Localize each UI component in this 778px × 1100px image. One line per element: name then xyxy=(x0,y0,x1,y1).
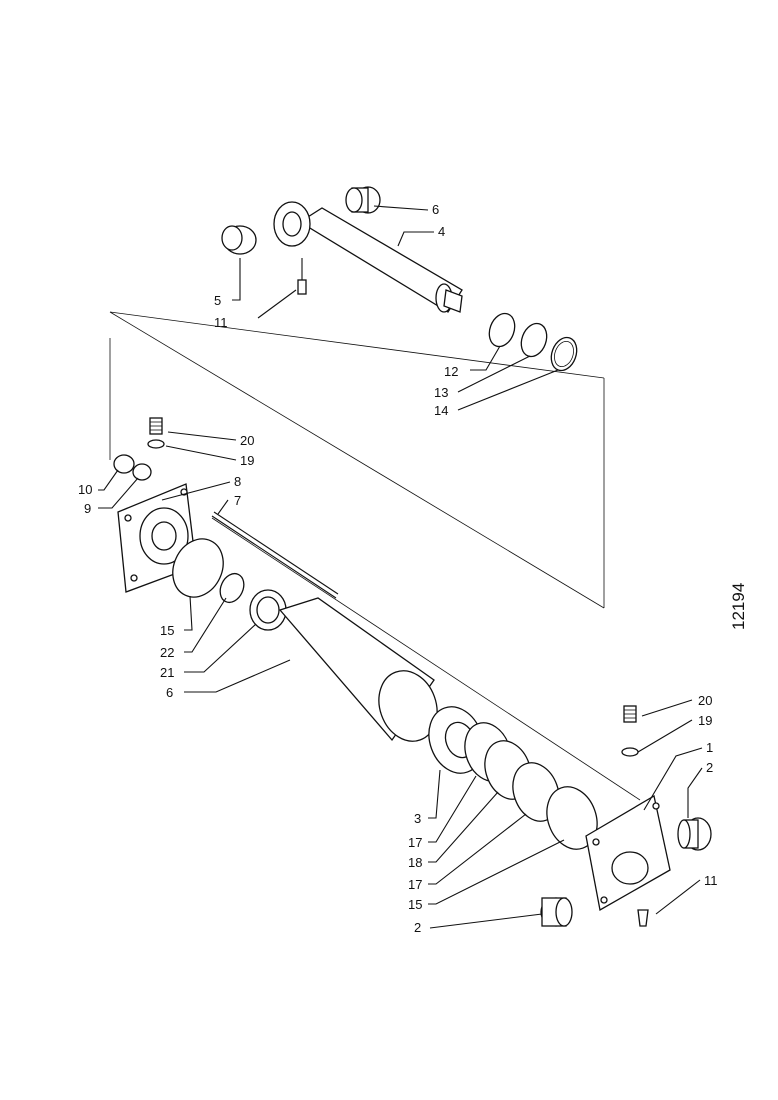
breather-20-left xyxy=(149,417,163,435)
callout-15-left: 15 xyxy=(160,623,174,638)
o-ring-15-right xyxy=(546,786,598,850)
grease-nipple-11-top xyxy=(297,258,307,295)
callout-11-top: 11 xyxy=(214,315,228,330)
seal-ring-13 xyxy=(520,322,548,358)
callout-12: 12 xyxy=(444,364,458,379)
callout-6-top: 6 xyxy=(432,202,439,217)
piston-rod-4 xyxy=(273,201,463,313)
callout-14: 14 xyxy=(434,403,448,418)
washer-9 xyxy=(132,463,152,481)
callout-22: 22 xyxy=(160,645,174,660)
bushing-5 xyxy=(221,225,257,255)
callout-1: 1 xyxy=(706,740,713,755)
seal-ring-12 xyxy=(488,312,516,348)
callout-2-right: 2 xyxy=(706,760,713,775)
bushing-6-top xyxy=(345,186,381,214)
callout-20-right: 20 xyxy=(698,693,712,708)
assembly-guide-lines xyxy=(109,311,641,801)
rear-head-1 xyxy=(585,794,671,912)
callout-9: 9 xyxy=(84,501,91,516)
washer-19-right xyxy=(621,747,639,757)
grease-nipple-11-right xyxy=(637,909,649,927)
callout-5: 5 xyxy=(214,293,221,308)
callout-17-b: 17 xyxy=(408,877,422,892)
callout-10: 10 xyxy=(78,482,92,497)
callout-6-mid: 6 xyxy=(166,685,173,700)
bushing-2-bottom xyxy=(540,897,573,927)
callout-7: 7 xyxy=(234,493,241,508)
callout-4: 4 xyxy=(438,224,445,239)
callout-17-a: 17 xyxy=(408,835,422,850)
callout-3: 3 xyxy=(414,811,421,826)
callout-2-bottom: 2 xyxy=(414,920,421,935)
washer-19-left xyxy=(147,439,165,449)
bushing-2-right xyxy=(677,817,712,851)
drawing-number: 12194 xyxy=(729,583,748,630)
callout-20-left: 20 xyxy=(240,433,254,448)
seal-22 xyxy=(219,572,245,604)
callout-19-right: 19 xyxy=(698,713,712,728)
callout-8: 8 xyxy=(234,474,241,489)
o-ring-15-left xyxy=(172,538,224,598)
breather-20-right xyxy=(623,705,637,723)
leader-lines xyxy=(98,205,703,929)
cylinder-barrel-6 xyxy=(278,597,438,742)
callout-labels: 6 4 5 11 12 13 14 20 19 10 9 8 7 15 22 2… xyxy=(78,202,718,935)
callout-13: 13 xyxy=(434,385,448,400)
callout-15-right: 15 xyxy=(408,897,422,912)
callout-18: 18 xyxy=(408,855,422,870)
seal-ring-14 xyxy=(550,336,578,372)
plug-10 xyxy=(113,454,135,474)
callout-21: 21 xyxy=(160,665,174,680)
tie-rod-7 xyxy=(211,511,339,599)
callout-11-right: 11 xyxy=(704,873,718,888)
callout-19-left: 19 xyxy=(240,453,254,468)
